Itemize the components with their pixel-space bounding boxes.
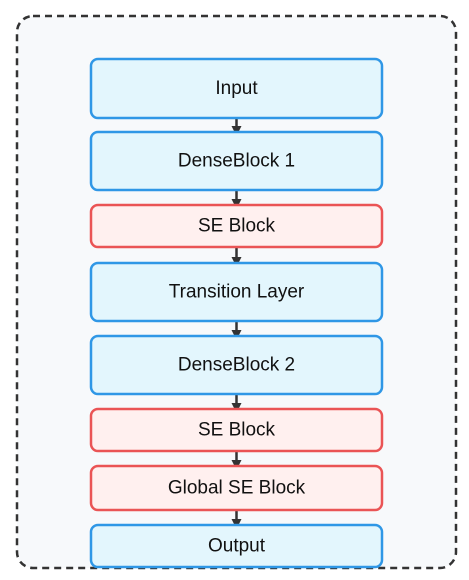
node-box-se-block-2: [89, 407, 384, 453]
node-transition-layer: Transition Layer: [89, 261, 384, 323]
node-output: Output: [89, 523, 384, 569]
node-label-output: Output: [208, 536, 266, 557]
node-box-global-se-block: [89, 464, 384, 512]
node-denseblock-1: DenseBlock 1: [89, 130, 384, 192]
node-label-transition-layer: Transition Layer: [169, 282, 305, 303]
node-box-denseblock-2: [89, 334, 384, 396]
node-label-se-block-1: SE Block: [198, 216, 276, 237]
node-input: Input: [89, 57, 384, 120]
node-box-se-block-1: [89, 203, 384, 249]
node-box-input: [89, 57, 384, 120]
node-label-input: Input: [215, 78, 258, 99]
node-se-block-2: SE Block: [89, 407, 384, 453]
node-label-denseblock-1: DenseBlock 1: [178, 151, 295, 172]
node-se-block-1: SE Block: [89, 203, 384, 249]
node-box-transition-layer: [89, 261, 384, 323]
node-label-global-se-block: Global SE Block: [168, 478, 306, 499]
node-global-se-block: Global SE Block: [89, 464, 384, 512]
node-box-output: [89, 523, 384, 569]
node-denseblock-2: DenseBlock 2: [89, 334, 384, 396]
node-label-se-block-2: SE Block: [198, 420, 276, 441]
node-box-denseblock-1: [89, 130, 384, 192]
node-label-denseblock-2: DenseBlock 2: [178, 355, 295, 376]
